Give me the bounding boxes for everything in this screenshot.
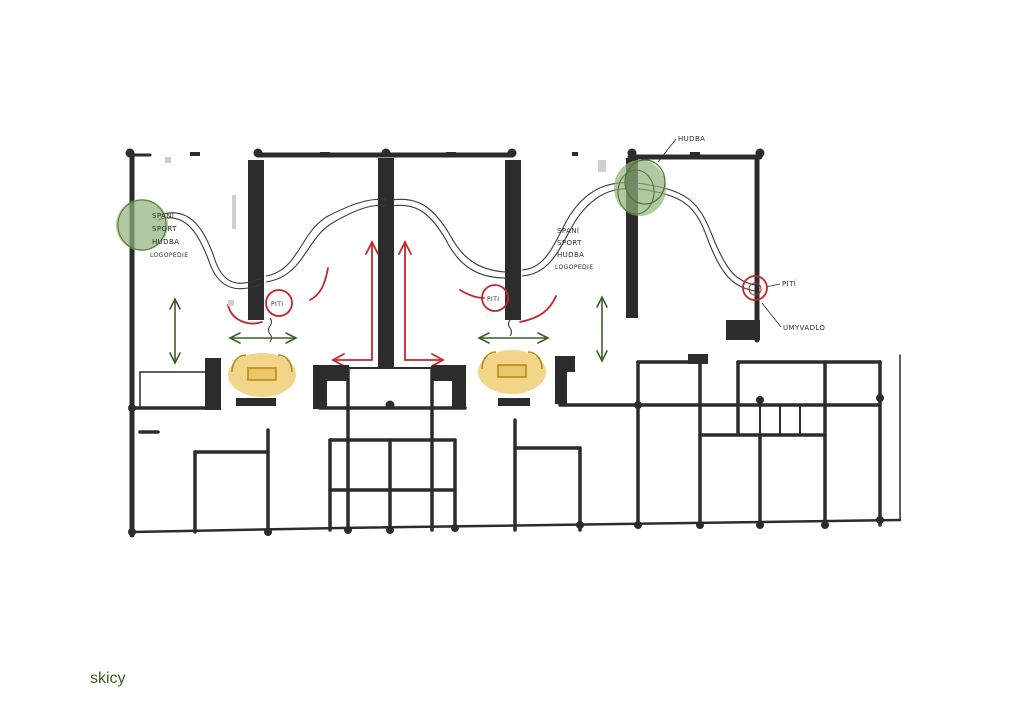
label-piti-left: PITI — [271, 301, 283, 308]
piti-right-marker — [742, 275, 768, 301]
upper-walls — [125, 148, 765, 538]
label-spani-mid: SPANÍ — [557, 226, 579, 235]
green-zone-left — [116, 199, 168, 251]
circulation-path — [157, 182, 757, 292]
drinking-points — [227, 239, 768, 367]
zone-left-labels: SPANÍ SPORT HUDBA LOGOPEDIE — [150, 211, 188, 259]
label-hudba-right: HUDBA — [678, 135, 705, 143]
label-hudba-left: HUDBA — [152, 238, 179, 246]
label-logopedie-left: LOGOPEDIE — [150, 252, 188, 259]
label-logopedie-mid: LOGOPEDIE — [555, 264, 593, 271]
green-zones — [116, 159, 666, 251]
label-umyvadlo: UMYVADLO — [783, 324, 825, 332]
label-sport-mid: SPORT — [557, 239, 582, 247]
label-hudba-mid: HUDBA — [557, 251, 584, 259]
caption-label: skicy — [90, 670, 126, 687]
label-spani-left: SPANÍ — [152, 211, 174, 220]
lower-solid-blocks — [128, 354, 884, 536]
zone-mid-labels: SPANÍ SPORT HUDBA LOGOPEDIE — [555, 226, 593, 271]
faint-marks — [165, 157, 606, 306]
label-piti-right: PITÍ — [782, 279, 796, 288]
green-arrows — [169, 295, 608, 365]
label-piti-mid: PITI — [487, 296, 499, 303]
yellow-zones — [228, 350, 546, 397]
label-sport-left: SPORT — [152, 225, 177, 233]
green-zone-right — [614, 160, 666, 216]
piti-left-marker — [265, 289, 293, 317]
